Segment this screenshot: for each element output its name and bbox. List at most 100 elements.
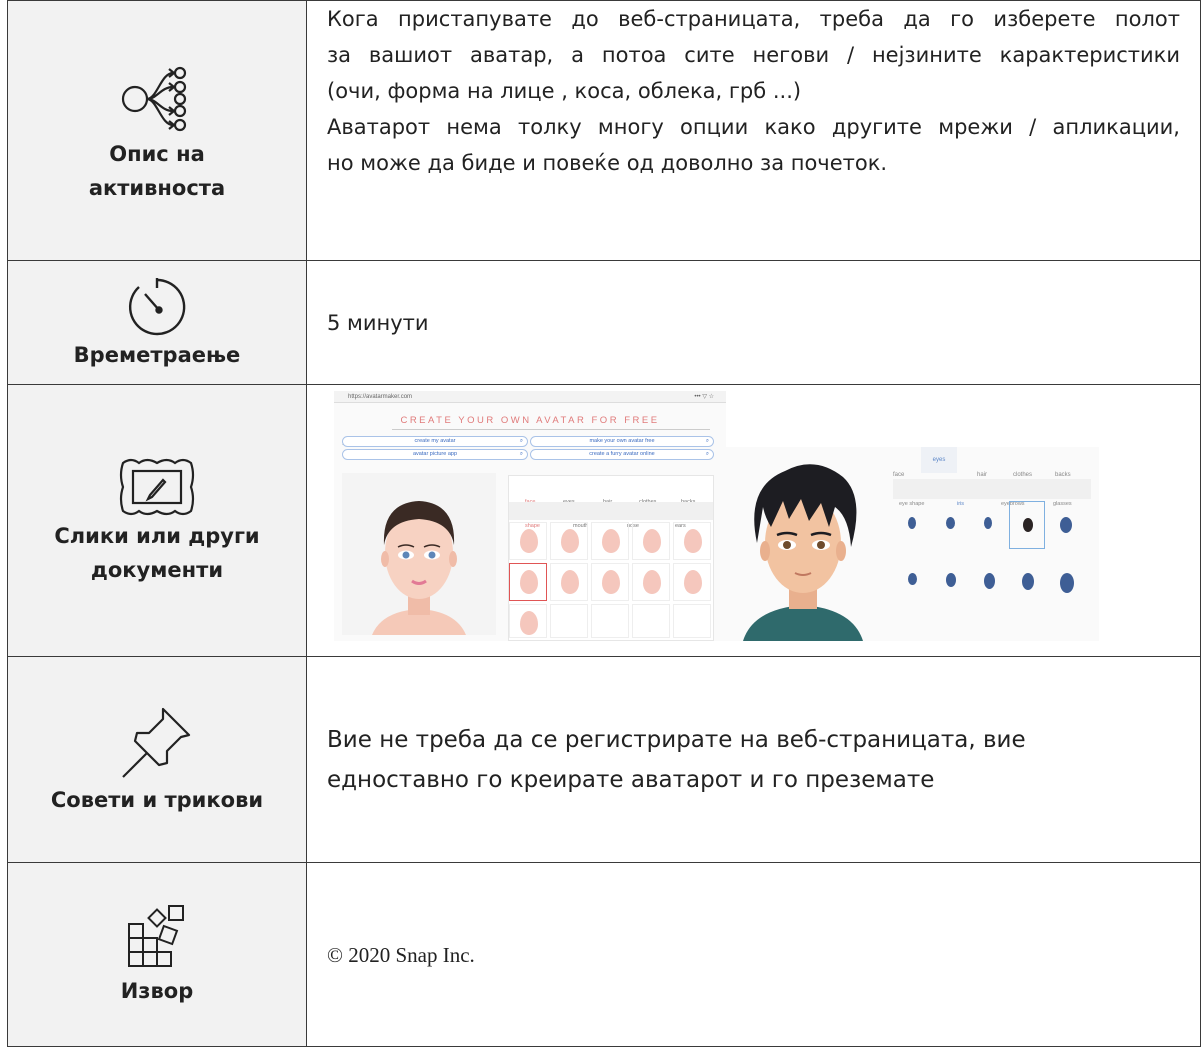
browser-url-bar: https://avatarmaker.com ••• ▽ ☆ — [334, 391, 726, 403]
face-shape-option[interactable] — [632, 563, 670, 601]
label-images-line1: Слики или други — [54, 523, 260, 548]
search-pill-text: create a furry avatar online — [589, 451, 655, 457]
search-pill[interactable]: create a furry avatar online ⌕ — [530, 449, 714, 460]
search-pill-text: avatar picture app — [412, 451, 458, 457]
search-icon: ⌕ — [519, 451, 523, 457]
label-description-line1: Опис на — [109, 141, 205, 166]
face-shape-option[interactable] — [591, 522, 629, 560]
duration-value: 5 минути — [327, 310, 429, 335]
label-tips: Совети и трикови — [50, 787, 264, 812]
framed-picture-icon — [119, 458, 195, 515]
face-shape-option[interactable] — [550, 604, 588, 638]
label-cell-duration: Времетраење — [7, 260, 307, 385]
iris-option[interactable] — [895, 557, 931, 605]
source-text: © 2020 Snap Inc. — [327, 942, 475, 967]
iris-option[interactable] — [1047, 557, 1083, 605]
screenshot-eye-editor: face eyes hair clothes backs eye shape i… — [881, 447, 1099, 641]
subtab-eyebrows[interactable]: eyebrows — [1001, 501, 1025, 507]
tab-clothes[interactable]: clothes — [1013, 472, 1033, 478]
eye-subtabs: eye shape iris eyebrows glasses — [893, 479, 1091, 507]
face-subtabs: shape mouth nose ears — [509, 502, 713, 529]
face-shape-option[interactable] — [591, 604, 629, 638]
description-line: за вашиот аватар, а потоа сите негови / … — [327, 43, 1180, 67]
face-shape-option[interactable] — [509, 522, 547, 560]
face-shape-option[interactable] — [673, 522, 711, 560]
iris-option[interactable] — [895, 501, 931, 549]
row-duration: Времетраење 5 минути — [7, 260, 1201, 385]
subtab-shape[interactable]: shape — [525, 523, 540, 529]
iris-option[interactable] — [1009, 557, 1045, 605]
row-tips: Совети и трикови Вие не треба да се реги… — [7, 656, 1201, 863]
iris-option[interactable] — [1047, 501, 1083, 549]
row-source: Извор © 2020 Snap Inc. — [7, 862, 1201, 1047]
tab-hair[interactable]: hair — [977, 472, 988, 478]
label-duration: Времетраење — [73, 342, 241, 367]
label-cell-description: Опис на активноста — [7, 0, 307, 261]
content-tips: Вие не треба да се регистрирате на веб-с… — [306, 656, 1201, 863]
search-pill-text: create my avatar — [414, 438, 456, 444]
stopwatch-icon — [128, 277, 186, 335]
face-shape-option[interactable] — [550, 563, 588, 601]
search-pill[interactable]: make your own avatar free ⌕ — [530, 436, 714, 447]
row-description: Опис на активноста Кога пристапувате до … — [7, 0, 1201, 261]
face-shape-option-selected[interactable] — [509, 563, 547, 601]
content-images: https://avatarmaker.com ••• ▽ ☆ CREATE Y… — [306, 384, 1201, 657]
label-description-line2: активноста — [88, 175, 226, 200]
search-icon: ⌕ — [519, 438, 523, 444]
subtab-glasses[interactable]: glasses — [1053, 501, 1072, 507]
description-line: Кога пристапувате до веб-страницата, тре… — [327, 7, 1180, 31]
browser-menu-icon: ••• ▽ ☆ — [694, 394, 714, 400]
subtab-mouth[interactable]: mouth — [573, 523, 589, 529]
push-pin-icon — [122, 707, 191, 778]
search-icon: ⌕ — [705, 438, 709, 444]
avatar-male-illustration — [725, 447, 881, 641]
description-line: (очи, форма на лице , коса, облека, грб … — [327, 79, 802, 103]
face-shape-option[interactable] — [673, 604, 711, 638]
tab-face[interactable]: face — [893, 472, 905, 478]
face-shape-option[interactable] — [591, 563, 629, 601]
description-line: но може да биде и повеќе од доволно за п… — [327, 151, 888, 175]
blocks-source-icon — [128, 904, 184, 967]
iris-option[interactable] — [971, 557, 1007, 605]
face-shape-option[interactable] — [550, 522, 588, 560]
tips-line: Вие не треба да се регистрирате на веб-с… — [327, 726, 1026, 753]
site-title: CREATE YOUR OWN AVATAR FOR FREE — [400, 415, 660, 426]
network-hierarchy-icon — [121, 66, 187, 131]
tips-line: едноставно го креирате аватарот и го пре… — [327, 766, 935, 793]
search-pill[interactable]: avatar picture app ⌕ — [342, 449, 528, 460]
avatar-maker-screenshot: https://avatarmaker.com ••• ▽ ☆ CREATE Y… — [334, 391, 1099, 641]
content-duration: 5 минути — [306, 260, 1201, 385]
iris-option[interactable] — [933, 501, 969, 549]
face-shape-option[interactable] — [673, 563, 711, 601]
face-shape-option[interactable] — [632, 522, 670, 560]
iris-option[interactable] — [971, 501, 1007, 549]
editor-tabs: face eyes hair clothes backs — [509, 476, 713, 505]
screenshot-face-editor: https://avatarmaker.com ••• ▽ ☆ CREATE Y… — [334, 391, 726, 641]
subtab-ears[interactable]: ears — [675, 523, 686, 529]
tab-backs[interactable]: backs — [1055, 472, 1071, 478]
search-icon: ⌕ — [705, 451, 709, 457]
label-cell-images: Слики или други документи — [7, 384, 307, 657]
editor-tabs: face eyes hair clothes backs — [881, 447, 1099, 478]
search-pill[interactable]: create my avatar ⌕ — [342, 436, 528, 447]
face-options-panel: face eyes hair clothes backs shape mouth… — [508, 475, 714, 641]
activity-table: Опис на активноста Кога пристапувате до … — [7, 0, 1201, 1047]
face-shape-option[interactable] — [509, 604, 547, 638]
avatar-preview-male — [725, 447, 881, 641]
sponsored-divider — [392, 429, 710, 430]
label-source: Извор — [120, 978, 194, 1003]
content-source: © 2020 Snap Inc. — [306, 862, 1201, 1047]
tab-eyes[interactable]: eyes — [921, 447, 957, 473]
face-shape-option[interactable] — [632, 604, 670, 638]
search-pill-text: make your own avatar free — [589, 438, 655, 444]
iris-option-selected[interactable] — [1009, 501, 1045, 549]
url-text: https://avatarmaker.com — [348, 394, 413, 400]
row-images: Слики или други документи https://avatar… — [7, 384, 1201, 657]
description-line: Аватарот нема толку многу опции како дру… — [327, 115, 1180, 139]
label-cell-source: Извор — [7, 862, 307, 1047]
avatar-preview-female — [342, 473, 496, 635]
label-images-line2: документи — [90, 557, 224, 582]
subtab-eye-shape[interactable]: eye shape — [899, 501, 925, 507]
iris-option[interactable] — [933, 557, 969, 605]
subtab-iris[interactable]: iris — [957, 501, 965, 507]
